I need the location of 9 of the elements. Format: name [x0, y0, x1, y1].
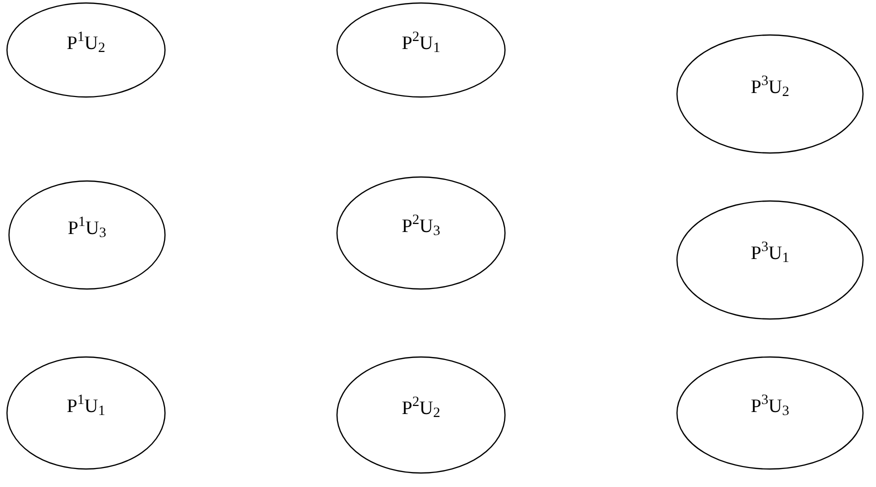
- node-label: P$^{1}$U$_{2}$: [66, 34, 106, 52]
- node-label: P$^{3}$U$_{1}$: [750, 244, 790, 262]
- node-label: P$^{1}$U$_{1}$: [66, 396, 106, 416]
- node-label: P$^{2}$U$_{2}$: [402, 398, 440, 418]
- node-label: P$^{2}$U$_{1}$: [402, 34, 440, 52]
- node-label: P$^{3}$U$_{2}$: [750, 78, 790, 96]
- node-label: P$^{2}$U$_{3}$: [402, 216, 440, 236]
- node-label: P$^{3}$U$_{3}$: [750, 396, 790, 416]
- node-label: P$^{1}$U$_{3}$: [68, 218, 106, 238]
